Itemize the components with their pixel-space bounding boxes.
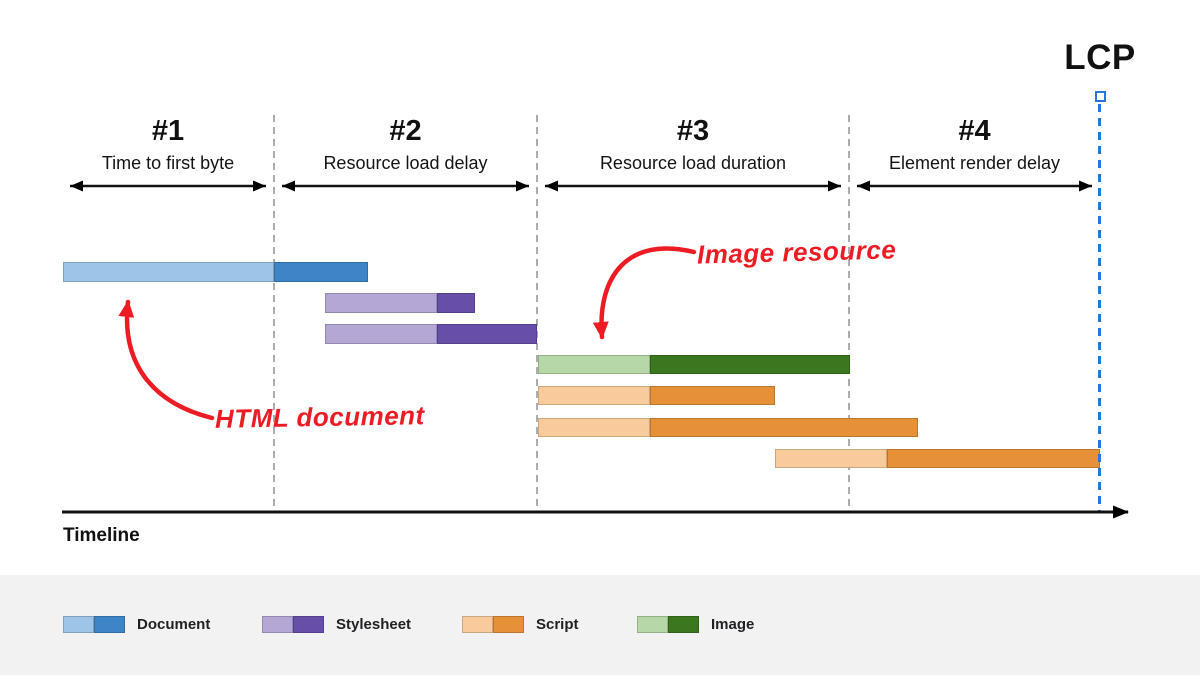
legend-label: Script [536, 616, 579, 633]
legend-swatch-image [637, 616, 699, 633]
bar-stylesheet-dark [437, 324, 537, 344]
phase-label: Resource load delay [323, 153, 488, 173]
legend-swatch-document [63, 616, 125, 633]
phase-label: Element render delay [888, 153, 1061, 173]
bar-stylesheet-light [325, 324, 437, 344]
phase-number: #3 [676, 115, 710, 147]
lcp-label: LCP [1064, 38, 1136, 77]
phase-number: #2 [389, 115, 422, 147]
section-divider [536, 115, 538, 509]
bar-script-dark [650, 418, 918, 437]
swatch-dark [668, 616, 699, 633]
bar-stylesheet-dark [437, 293, 475, 313]
swatch-light [262, 616, 293, 633]
bar-image-dark [650, 355, 850, 374]
phase-label: Time to first byte [101, 153, 235, 173]
swatch-dark [293, 616, 324, 633]
phase-label: Resource load duration [599, 153, 787, 173]
lcp-pin-icon [1095, 91, 1106, 102]
swatch-dark [493, 616, 524, 633]
lcp-dashed-line [1098, 104, 1101, 512]
legend-label: Image [711, 616, 755, 633]
legend-swatch-script [462, 616, 524, 633]
legend-label: Stylesheet [336, 616, 412, 633]
bar-document-dark [274, 262, 368, 282]
bar-stylesheet-light [325, 293, 437, 313]
bar-script-light [538, 418, 650, 437]
bar-script-light [775, 449, 887, 468]
phase-number: #1 [151, 115, 185, 147]
bar-document-light [63, 262, 274, 282]
timeline-label: Timeline [63, 525, 140, 546]
annotation-image-resource: Image resource [696, 234, 897, 270]
swatch-light [637, 616, 668, 633]
legend-label: Document [137, 616, 211, 633]
bar-script-light [538, 386, 650, 405]
swatch-light [462, 616, 493, 633]
section-divider [273, 115, 275, 509]
swatch-light [63, 616, 94, 633]
bar-script-dark [650, 386, 775, 405]
section-divider [848, 115, 850, 509]
swatch-dark [94, 616, 125, 633]
legend-swatch-stylesheet [262, 616, 324, 633]
legend-bar: Document Stylesheet Script Image [0, 575, 1200, 675]
annotation-html-document: HTML document [214, 400, 425, 434]
bar-image-light [538, 355, 650, 374]
phase-number: #4 [958, 115, 991, 147]
bar-script-dark [887, 449, 1100, 468]
